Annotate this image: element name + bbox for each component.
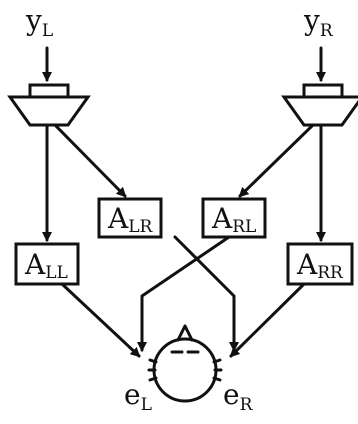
e-left-label: eL <box>124 378 152 415</box>
arrow-alr-to-right-ear <box>173 235 239 352</box>
a-lr-block: ALR <box>97 197 163 239</box>
y-right-label: yR <box>303 4 334 41</box>
a-rl-block: ARL <box>201 197 267 239</box>
arrow-speaker-l-to-alr <box>53 123 127 198</box>
a-rr-block: ARR <box>286 242 354 286</box>
svg-text:ALR: ALR <box>107 202 154 237</box>
arrow-arl-to-left-ear <box>137 235 231 352</box>
left-speaker-icon <box>7 83 91 127</box>
arrow-speaker-r-to-arl <box>238 123 315 198</box>
right-speaker-icon <box>281 83 358 127</box>
svg-text:ARR: ARR <box>296 248 344 283</box>
svg-text:ARL: ARL <box>211 202 256 237</box>
a-ll-block: ALL <box>14 242 80 286</box>
y-left-label: yL <box>25 4 53 41</box>
listener-head-icon <box>147 324 223 403</box>
arrow-all-to-left-ear <box>60 282 141 358</box>
arrow-arr-to-right-ear <box>229 282 306 358</box>
svg-text:ALL: ALL <box>24 248 68 283</box>
e-right-label: eR <box>223 378 254 415</box>
